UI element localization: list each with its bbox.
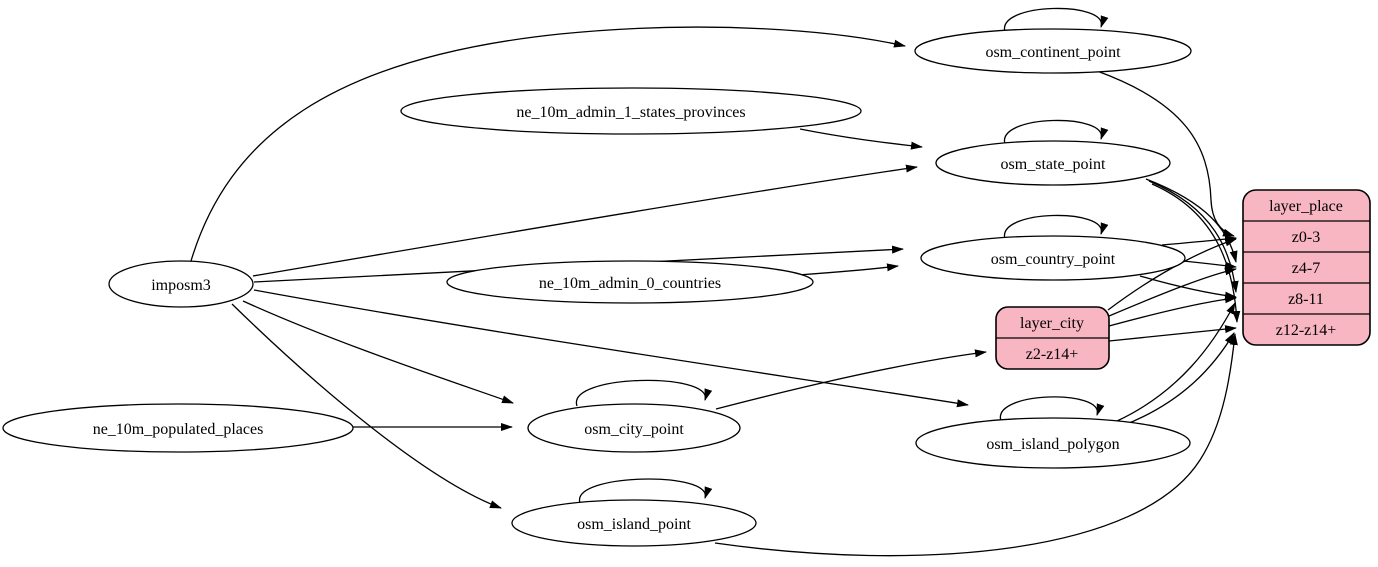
- self-loop-osm-state-point: [1004, 119, 1109, 145]
- node-osm-continent-point: osm_continent_point: [914, 28, 1192, 74]
- edge-imposm3-to-osm-continent-point: [190, 26, 906, 262]
- edge-osm-city-point-to-layer-city: [715, 349, 987, 410]
- edge-osm-island-polygon-to-z12-z14: [1121, 332, 1235, 427]
- node-osm-island-polygon-shape: [915, 417, 1191, 469]
- edge-layer-city-to-z12-z14: [1108, 325, 1237, 342]
- node-ne-10m-populated-places: ne_10m_populated_places: [2, 403, 354, 453]
- record-layer-place-row-z4-7: z4-7: [1292, 260, 1320, 277]
- node-osm-country-point: osm_country_point: [920, 235, 1186, 281]
- node-osm-continent-point-label: osm_continent_point: [985, 44, 1121, 61]
- node-ne-10m-admin-0-countries: ne_10m_admin_0_countries: [446, 260, 814, 304]
- node-ne-10m-admin-1-states-provinces-label: ne_10m_admin_1_states_provinces: [516, 104, 745, 121]
- node-osm-island-point: osm_island_point: [511, 499, 757, 547]
- edge-layer: [190, 7, 1241, 557]
- node-osm-island-point-shape: [511, 499, 757, 547]
- edge-ne-10m-admin-1-states-provinces-to-osm-state-point: [799, 128, 923, 150]
- self-loop-osm-country-point: [1004, 214, 1109, 240]
- self-loop-osm-island-point: [579, 478, 713, 504]
- self-loop-osm-city-point: [576, 379, 713, 407]
- edge-imposm3-to-osm-island-point: [231, 303, 502, 509]
- edge-osm-island-polygon-to-z8-11: [1116, 302, 1236, 422]
- edge-layer-city-to-z8-11: [1108, 295, 1237, 327]
- node-osm-city-point-shape: [527, 403, 741, 453]
- record-layer-place-box: [1242, 189, 1371, 346]
- node-imposm3-label: imposm3: [151, 277, 211, 294]
- node-ne-10m-admin-1-states-provinces: ne_10m_admin_1_states_provinces: [400, 87, 862, 135]
- node-ne-10m-admin-1-states-provinces-shape: [400, 87, 862, 135]
- node-osm-island-point-label: osm_island_point: [577, 516, 691, 533]
- record-layer-place-row-z12-z14: z12-z14+: [1276, 322, 1337, 339]
- record-layer-city: layer_city z2-z14+: [995, 306, 1110, 370]
- edge-osm-island-point-to-z12-z14: [714, 333, 1238, 557]
- edge-ne-10m-admin-0-countries-to-osm-country-point: [797, 263, 899, 276]
- node-osm-state-point-shape: [935, 140, 1171, 186]
- node-osm-city-point: osm_city_point: [527, 403, 741, 453]
- edge-osm-country-point-to-z8-11: [1139, 275, 1237, 300]
- node-osm-country-point-label: osm_country_point: [991, 251, 1116, 268]
- self-loop-osm-island-polygon: [1000, 396, 1105, 422]
- node-osm-continent-point-shape: [914, 28, 1192, 74]
- node-ne-10m-populated-places-label: ne_10m_populated_places: [93, 421, 264, 438]
- record-layer-city-row-z2-z14: z2-z14+: [1026, 346, 1079, 363]
- edge-osm-country-point-to-z4-7: [1182, 260, 1237, 270]
- record-layer-place-row-z0-3: z0-3: [1292, 229, 1320, 246]
- record-layer-place-row-z8-11: z8-11: [1288, 291, 1324, 308]
- record-layer-place-title: layer_place: [1269, 198, 1343, 215]
- node-ne-10m-populated-places-shape: [2, 403, 354, 453]
- node-osm-city-point-label: osm_city_point: [584, 421, 684, 438]
- self-loop-osm-continent-point: [1004, 7, 1109, 33]
- edge-osm-state-point-to-z8-11: [1148, 180, 1239, 293]
- edge-osm-country-point-to-z0-3: [1161, 235, 1237, 246]
- node-imposm3: imposm3: [108, 260, 254, 308]
- node-osm-island-polygon-label: osm_island_polygon: [986, 436, 1119, 453]
- node-ne-10m-admin-0-countries-label: ne_10m_admin_0_countries: [539, 275, 721, 292]
- node-ne-10m-admin-0-countries-shape: [446, 260, 814, 304]
- edge-imposm3-to-osm-state-point: [252, 164, 918, 277]
- node-osm-country-point-shape: [920, 235, 1186, 281]
- record-layer-city-title: layer_city: [1020, 315, 1084, 332]
- node-osm-state-point: osm_state_point: [935, 140, 1171, 186]
- node-osm-island-polygon: osm_island_polygon: [915, 417, 1191, 469]
- node-imposm3-shape: [108, 260, 254, 308]
- edge-layer-city-to-z4-7: [1108, 267, 1237, 317]
- edge-osm-state-point-to-z4-7: [1145, 178, 1238, 263]
- node-osm-state-point-label: osm_state_point: [1001, 156, 1106, 173]
- edge-imposm3-to-osm-city-point: [242, 300, 514, 404]
- record-layer-place: layer_place z0-3 z4-7 z8-11 z12-z14+: [1242, 189, 1371, 346]
- edge-imposm3-to-osm-island-polygon: [253, 289, 969, 408]
